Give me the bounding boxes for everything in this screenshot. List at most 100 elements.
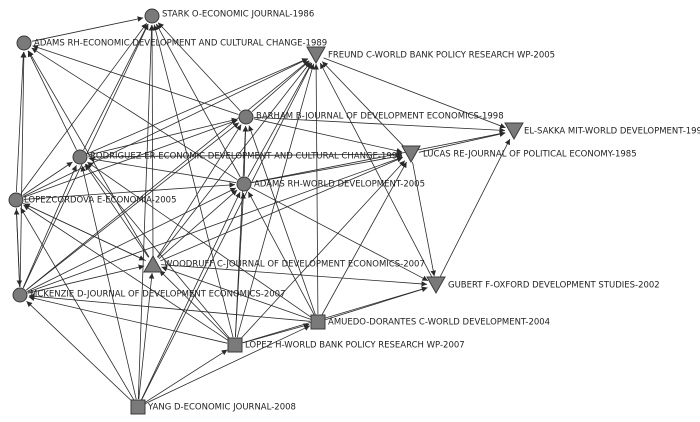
edge-woodruff-to-adams2005 (158, 189, 238, 260)
edge-barham-to-stark (157, 22, 241, 112)
edge-lucas-to-freund (321, 61, 406, 149)
node-label-amuedo: AMUEDO-DORANTES C-WORLD DEVELOPMENT-2004 (328, 318, 550, 328)
edge-lopezcordova-to-barham (23, 119, 238, 198)
node-mckenzie[interactable] (12, 287, 28, 303)
node-lopezh[interactable] (227, 337, 243, 353)
edge-amuedo-to-adams2005 (247, 191, 315, 316)
node-barham[interactable] (238, 109, 254, 125)
edge-rodriguez-to-barham (87, 117, 238, 156)
edge-mckenzie-to-rodriguez (22, 165, 77, 288)
edge-woodruff-to-barham (156, 124, 242, 258)
edge-adams2005-to-rodriguez (88, 156, 237, 184)
edge-adams2005-to-stark (155, 23, 241, 178)
edge-adams2005-to-elsakka (251, 131, 506, 183)
edge-barham-to-elsakka (253, 117, 506, 134)
edge-lucas-to-elsakka (418, 131, 506, 153)
edge-lopezh-to-adams2005 (235, 192, 246, 338)
edge-mckenzie-to-freund (25, 60, 310, 291)
node-label-gubert: GUBERT F-OXFORD DEVELOPMENT STUDIES-2002 (448, 281, 660, 291)
edge-woodruff-to-gubert (160, 264, 428, 287)
edge-barham-to-lucas (253, 118, 403, 154)
node-gubert[interactable] (426, 276, 446, 295)
edge-lopezh-to-gubert (242, 286, 428, 344)
edge-mckenzie-to-adams1989 (19, 51, 27, 288)
node-label-lopezcordova: LOPEZCORDOVA E-ECONOMIA-2005 (24, 196, 177, 206)
edge-lopezcordova-to-stark (20, 22, 148, 194)
node-lucas[interactable] (401, 145, 421, 164)
edge-lopezh-to-freund (236, 63, 315, 338)
node-label-rodriguez: RODRIGUEZ ER-ECONOMIC DEVELOPMENT AND CU… (90, 152, 403, 162)
node-label-woodruff: WOODRUFF C-JOURNAL OF DEVELOPMENT ECONOM… (164, 260, 425, 270)
node-woodruff[interactable] (143, 254, 163, 273)
edge-yang-to-lopezcordova (20, 207, 135, 401)
edge-amuedo-to-rodriguez (87, 161, 312, 318)
edge-lopezh-to-woodruff (159, 270, 230, 340)
edge-amuedo-to-woodruff (161, 266, 311, 320)
edge-woodruff-to-lopezcordova (24, 203, 146, 261)
edge-yang-to-stark (137, 24, 155, 400)
edge-adams2005-to-freund (247, 62, 312, 178)
edge-mckenzie-to-lopezcordova (13, 208, 21, 288)
edge-freund-to-elsakka (323, 57, 506, 129)
edge-yang-to-woodruff (138, 272, 155, 400)
node-adams1989[interactable] (16, 35, 32, 51)
edges-layer (13, 16, 511, 404)
edge-woodruff-to-freund (157, 61, 311, 258)
edge-mckenzie-to-woodruff (27, 264, 145, 294)
edge-lopezcordova-to-rodriguez (22, 161, 73, 196)
edge-rodriguez-to-stark (83, 23, 149, 151)
node-stark[interactable] (144, 8, 160, 24)
edge-woodruff-to-adams1989 (28, 50, 150, 258)
edge-yang-to-rodriguez (80, 165, 137, 400)
node-label-elsakka: EL-SAKKA MIT-WORLD DEVELOPMENT-199 (524, 127, 700, 137)
edge-lopezh-to-stark (152, 24, 234, 338)
edge-amuedo-to-barham (248, 125, 316, 315)
node-label-stark: STARK O-ECONOMIC JOURNAL-1986 (162, 10, 314, 20)
edge-mckenzie-to-lucas (27, 156, 403, 293)
edge-mckenzie-to-barham (26, 122, 240, 291)
edge-yang-to-adams2005 (141, 191, 241, 400)
node-label-mckenzie: MCKENZIE D-JOURNAL OF DEVELOPMENT ECONOM… (30, 290, 286, 300)
edge-amuedo-to-mckenzie (28, 293, 311, 322)
node-lopezcordova[interactable] (8, 192, 24, 208)
node-freund[interactable] (306, 46, 326, 65)
edge-barham-to-adams1989 (32, 44, 239, 115)
edge-adams2005-to-adams1989 (31, 47, 238, 181)
edge-yang-to-mckenzie (26, 300, 133, 402)
edge-barham-to-freund (251, 60, 310, 112)
edge-lopezh-to-rodriguez (85, 163, 231, 340)
edge-woodruff-to-lucas (160, 157, 403, 262)
node-elsakka[interactable] (504, 122, 524, 141)
node-adams2005[interactable] (236, 176, 252, 192)
node-label-lopezh: LOPEZ H-WORLD BANK POLICY RESEARCH WP-20… (245, 341, 465, 351)
edge-lopezh-to-amuedo (242, 323, 310, 344)
edge-lopezh-to-mckenzie (28, 295, 228, 344)
edge-yang-to-freund (141, 62, 313, 401)
edge-amuedo-to-freund (313, 63, 319, 315)
edge-lopezh-to-lopezcordova (23, 204, 229, 341)
node-yang[interactable] (130, 399, 146, 415)
edge-woodruff-to-rodriguez (84, 164, 149, 258)
node-label-lucas: LUCAS RE-JOURNAL OF POLITICAL ECONOMY-19… (423, 150, 637, 160)
edge-gubert-to-freund (319, 62, 433, 279)
edge-yang-to-amuedo (145, 325, 311, 404)
edge-lopezcordova-to-adams2005 (23, 182, 236, 200)
edge-woodruff-to-stark (149, 24, 155, 257)
edge-amuedo-to-lucas (321, 161, 407, 316)
node-label-yang: YANG D-ECONOMIC JOURNAL-2008 (147, 403, 296, 413)
node-label-barham: BARHAM B-JOURNAL OF DEVELOPMENT ECONOMIC… (256, 112, 504, 122)
edge-lopezh-to-lucas (240, 160, 406, 340)
node-label-freund: FREUND C-WORLD BANK POLICY RESEARCH WP-2… (328, 51, 555, 61)
edge-rodriguez-to-adams1989 (27, 50, 77, 150)
edge-rodriguez-to-freund (87, 58, 308, 155)
edge-adams2005-to-lucas (251, 153, 403, 183)
node-rodriguez[interactable] (72, 149, 88, 165)
edge-lucas-to-gubert (412, 161, 437, 277)
edge-lopezcordova-to-freund (23, 58, 309, 197)
edge-yang-to-lopezh (144, 349, 228, 404)
node-amuedo[interactable] (310, 314, 326, 330)
node-label-adams1989: ADAMS RH-ECONOMIC DEVELOPMENT AND CULTUR… (34, 39, 327, 49)
